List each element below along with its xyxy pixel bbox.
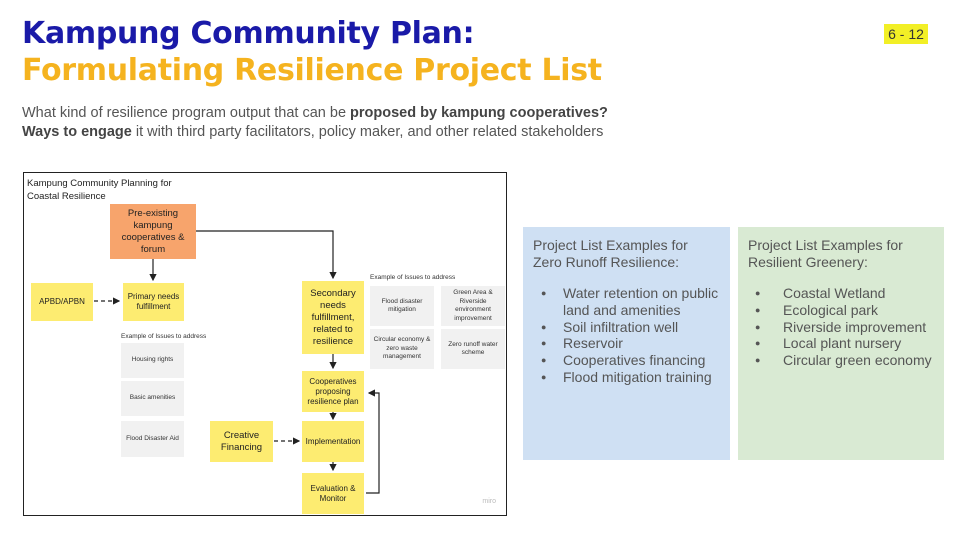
implementation-box: Implementation <box>302 421 364 462</box>
page-title: Kampung Community Plan: <box>22 16 475 51</box>
zero-runoff-panel: Project List Examples for Zero Runoff Re… <box>523 227 730 460</box>
list-item: Cooperatives financing <box>541 352 720 369</box>
issue-zero-runoff: Zero runoff water scheme <box>441 329 505 369</box>
subtitle-line-2-text: it with third party facilitators, policy… <box>131 124 604 140</box>
apbd-box: APBD/APBN <box>31 283 93 321</box>
list-item: Coastal Wetland <box>755 285 934 302</box>
list-item: Circular green economy <box>755 352 934 369</box>
greenery-list: Coastal Wetland Ecological park Riversid… <box>748 285 934 369</box>
issue-flood-aid: Flood Disaster Aid <box>121 421 184 457</box>
issue-housing: Housing rights <box>121 343 184 378</box>
issue-flood-mitigation: Flood disaster mitigation <box>370 286 434 326</box>
page-subtitle-title: Formulating Resilience Project List <box>22 53 602 88</box>
list-item: Local plant nursery <box>755 335 934 352</box>
creative-financing-box: Creative Financing <box>210 421 273 462</box>
list-item: Reservoir <box>541 335 720 352</box>
miro-watermark: miro <box>482 498 496 505</box>
arrow-pre-to-secondary <box>196 230 337 280</box>
issue-circular-economy: Circular economy & zero waste management <box>370 329 434 369</box>
flow-diagram: Kampung Community Planning for Coastal R… <box>23 172 507 516</box>
subtitle-line-1: What kind of resilience program output t… <box>22 104 608 123</box>
diagram-connectors <box>94 230 380 494</box>
diagram-title: Kampung Community Planning for Coastal R… <box>27 178 172 202</box>
list-item: Ecological park <box>755 302 934 319</box>
cooperatives-plan-box: Cooperatives proposing resilience plan <box>302 371 364 412</box>
pre-existing-box: Pre-existing kampung cooperatives & foru… <box>110 204 196 259</box>
secondary-needs-box: Secondary needs fulfillment, related to … <box>302 281 364 354</box>
list-item: Soil infiltration well <box>541 319 720 336</box>
subtitle-line-2: Ways to engage it with third party facil… <box>22 123 608 142</box>
greenery-title: Project List Examples for Resilient Gree… <box>748 237 903 270</box>
subtitle-line-2-bold: Ways to engage <box>22 124 132 140</box>
issues-label-left: Example of Issues to address <box>121 333 207 340</box>
issue-amenities: Basic amenities <box>121 381 184 416</box>
arrow-eval-feedback <box>366 389 380 494</box>
list-item: Flood mitigation training <box>541 369 720 386</box>
subtitle-line-1-bold: proposed by kampung cooperatives? <box>350 105 608 121</box>
list-item: Riverside improvement <box>755 319 934 336</box>
list-item: Water retention on public land and ameni… <box>541 285 720 319</box>
subtitle-line-1-text: What kind of resilience program output t… <box>22 105 351 121</box>
subtitle-text: What kind of resilience program output t… <box>22 104 608 142</box>
greenery-panel: Project List Examples for Resilient Gree… <box>738 227 944 460</box>
evaluation-box: Evaluation & Monitor <box>302 473 364 514</box>
zero-runoff-title: Project List Examples for Zero Runoff Re… <box>533 237 688 270</box>
issues-label-right: Example of Issues to address <box>370 274 456 281</box>
page-number-badge: 6 - 12 <box>884 24 928 44</box>
issue-green-area: Green Area & Riverside environment impro… <box>441 286 505 326</box>
zero-runoff-list: Water retention on public land and ameni… <box>533 285 720 386</box>
primary-needs-box: Primary needs fulfillment <box>123 283 184 321</box>
